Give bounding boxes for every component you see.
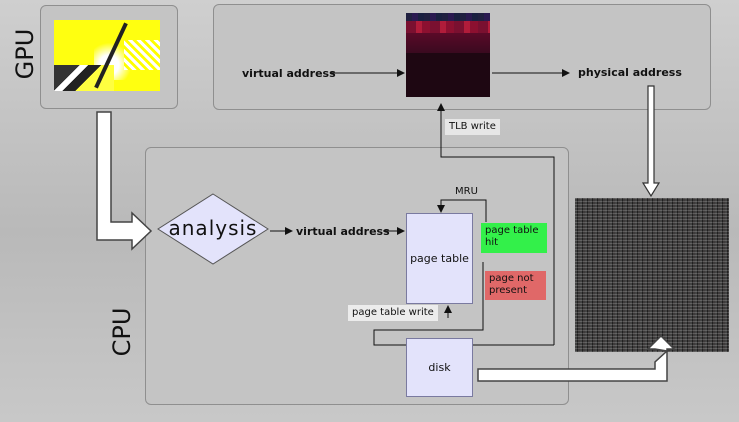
virtual-address-top: virtual address <box>242 67 336 80</box>
tlb-write-label: TLB write <box>445 119 500 135</box>
mru-label: MRU <box>455 186 478 197</box>
disk-box: disk <box>406 338 473 397</box>
disk-label: disk <box>428 361 451 374</box>
physical-memory-image <box>575 198 729 352</box>
analysis-label: analysis <box>168 216 258 240</box>
virtual-address-cpu: virtual address <box>296 225 390 238</box>
page-table-hit-badge: page table hit <box>481 223 547 253</box>
tlb-image <box>406 13 490 97</box>
page-table-box: page table <box>406 213 473 304</box>
physical-address-label: physical address <box>578 66 682 79</box>
page-table-write-label: page table write <box>348 305 438 321</box>
page-not-present-badge: page not present <box>485 271 546 300</box>
page-table-label: page table <box>410 252 469 265</box>
gpu-frame-image <box>54 20 160 91</box>
